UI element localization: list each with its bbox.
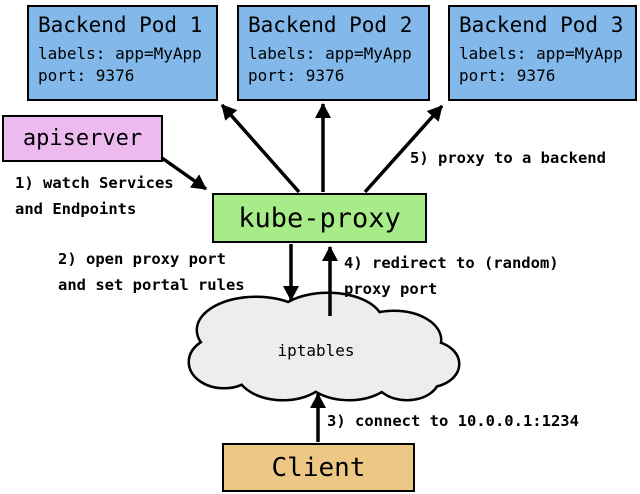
backend-pod-1-labels: labels: app=MyApp [38,44,202,63]
backend-pod-2-port: port: 9376 [248,66,345,85]
kube-proxy-title: kube-proxy [238,202,401,234]
annotation-step5: 5) proxy to a backend [410,149,606,167]
client-title: Client [271,452,366,483]
backend-pod-3-title: Backend Pod 3 [459,13,624,37]
backend-pod-2-labels: labels: app=MyApp [248,44,412,63]
annotation-step3: 3) connect to 10.0.0.1:1234 [327,412,579,430]
apiserver-title: apiserver [22,126,143,151]
backend-pod-1-title: Backend Pod 1 [38,13,203,37]
annotation-step4: 4) redirect to (random) proxy port [344,254,559,298]
backend-pod-3-port: port: 9376 [459,66,556,85]
backend-pod-1-port: port: 9376 [38,66,135,85]
iptables-label: iptables [277,341,355,360]
client-box: Client [222,443,415,492]
annotation-step2: 2) open proxy port and set portal rules [58,250,245,294]
kube-proxy-box: kube-proxy [212,193,427,243]
apiserver-box: apiserver [2,115,163,162]
backend-pod-2-title: Backend Pod 2 [248,13,413,37]
backend-pod-2-box: Backend Pod 2 labels: app=MyApp port: 93… [237,5,430,101]
backend-pod-3-box: Backend Pod 3 labels: app=MyApp port: 93… [448,5,637,101]
annotation-step1: 1) watch Services and Endpoints [15,174,174,218]
backend-pod-3-labels: labels: app=MyApp [459,44,623,63]
backend-pod-1-box: Backend Pod 1 labels: app=MyApp port: 93… [27,5,218,101]
